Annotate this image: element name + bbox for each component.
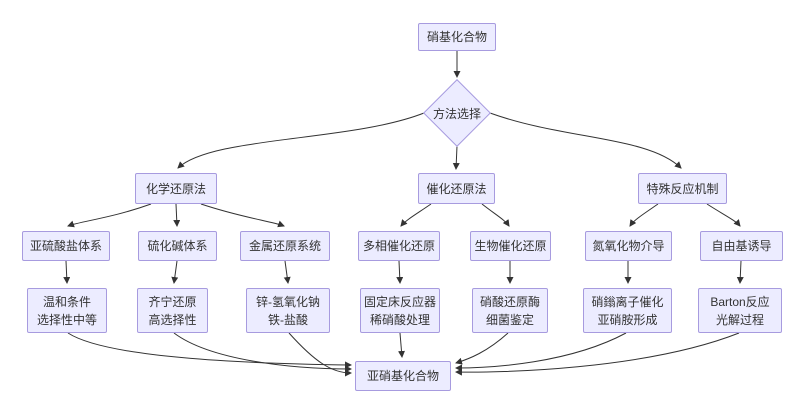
node-label-line1: 锌-氢氧化钠 (256, 294, 320, 309)
node-label: 催化还原法 (426, 181, 487, 196)
node-label: 硫化碱体系 (147, 239, 208, 253)
edge-sulfite-mild (63, 260, 71, 284)
edge-chem-sulfite (67, 203, 152, 228)
node-label: 化学还原法 (145, 181, 206, 196)
node-label-line2: 高选择性 (148, 312, 197, 327)
node-label: 生物催化还原 (474, 239, 547, 253)
node-sulfide-system: 硫化碱体系 (138, 231, 217, 261)
edge-special-nox (629, 203, 659, 227)
edge-decision-chem (177, 112, 425, 169)
edge-mild-product (67, 332, 352, 369)
node-zinin-reduction: 齐宁还原 高选择性 (137, 288, 208, 333)
node-chemical-reduction: 化学还原法 (135, 173, 217, 204)
node-nitroso-compound: 亚硝基化合物 (355, 361, 451, 391)
edge-decision-special (489, 112, 682, 169)
edge-barton-product (455, 332, 740, 376)
node-label-line1: Barton反应 (710, 294, 770, 309)
node-label-line1: 硝酸还原酶 (479, 294, 540, 309)
node-label: 方法选择 (432, 106, 481, 121)
node-label-line2: 细菌鉴定 (485, 312, 534, 327)
node-nitronium-catalysis: 硝鎓离子催化 亚硝胺形成 (583, 288, 672, 333)
node-label-line2: 选择性中等 (36, 312, 97, 327)
node-label-line2: 光解过程 (715, 312, 764, 327)
node-zinc-naoh-iron-hcl: 锌-氢氧化钠 铁-盐酸 (246, 288, 330, 333)
node-special-mechanism: 特殊反应机制 (638, 173, 727, 204)
node-label-line2: 铁-盐酸 (268, 312, 308, 327)
edge-chem-metal (200, 203, 285, 228)
node-label-line2: 亚硝胺形成 (597, 312, 658, 327)
node-label: 自由基诱导 (711, 239, 772, 253)
edge-radical-barton (736, 260, 744, 284)
node-label: 硝基化合物 (426, 30, 487, 44)
edge-hetero-fixedbed (396, 260, 404, 284)
node-label-line1: 硝鎓离子催化 (591, 294, 664, 309)
node-biocatalytic-reduction: 生物催化还原 (470, 231, 551, 261)
node-label: 亚硝基化合物 (366, 369, 439, 383)
node-label: 特殊反应机制 (646, 181, 719, 196)
edge-zinin-product (173, 332, 352, 373)
node-mild-conditions: 温和条件 选择性中等 (27, 288, 107, 333)
node-label-line1: 齐宁还原 (148, 294, 197, 309)
node-sulfite-system: 亚硫酸盐体系 (22, 231, 110, 261)
edge-chem-sulfide (173, 203, 181, 227)
edge-sulfide-zinin (171, 260, 179, 284)
edge-metal-zinc (283, 260, 291, 284)
node-nitrate-reductase: 硝酸还原酶 细菌鉴定 (472, 288, 548, 333)
edge-decision-cat (452, 145, 460, 170)
node-method-selection: 方法选择 (423, 79, 491, 147)
edge-cat-bio (481, 203, 510, 227)
node-label: 金属还原系统 (248, 239, 321, 253)
node-heterogeneous-catalysis: 多相催化还原 (358, 231, 440, 261)
node-catalytic-reduction: 催化还原法 (418, 173, 495, 204)
node-label-line1: 温和条件 (42, 294, 91, 309)
edge-nitronium-product (455, 332, 627, 372)
edge-special-radical (706, 203, 741, 227)
node-free-radical-induced: 自由基诱导 (700, 231, 783, 261)
node-label-line1: 固定床反应器 (363, 294, 436, 309)
node-metal-reduction-system: 金属还原系统 (240, 231, 330, 261)
node-fixed-bed-reactor: 固定床反应器 稀硝酸处理 (360, 288, 440, 333)
node-label-line2: 稀硝酸处理 (369, 312, 430, 327)
edge-cat-hetero (400, 203, 432, 227)
node-label: 多相催化还原 (362, 239, 435, 253)
node-nitro-compound: 硝基化合物 (418, 23, 496, 51)
node-nox-mediated: 氮氧化物介导 (585, 231, 672, 261)
node-barton-reaction: Barton反应 光解过程 (698, 288, 782, 333)
edge-fixedbed-product (398, 332, 405, 358)
edge-zinc-product (288, 332, 352, 377)
node-label: 亚硫酸盐体系 (29, 239, 102, 253)
edge-enzyme-product (455, 332, 509, 365)
node-label: 氮氧化物介导 (592, 239, 665, 253)
